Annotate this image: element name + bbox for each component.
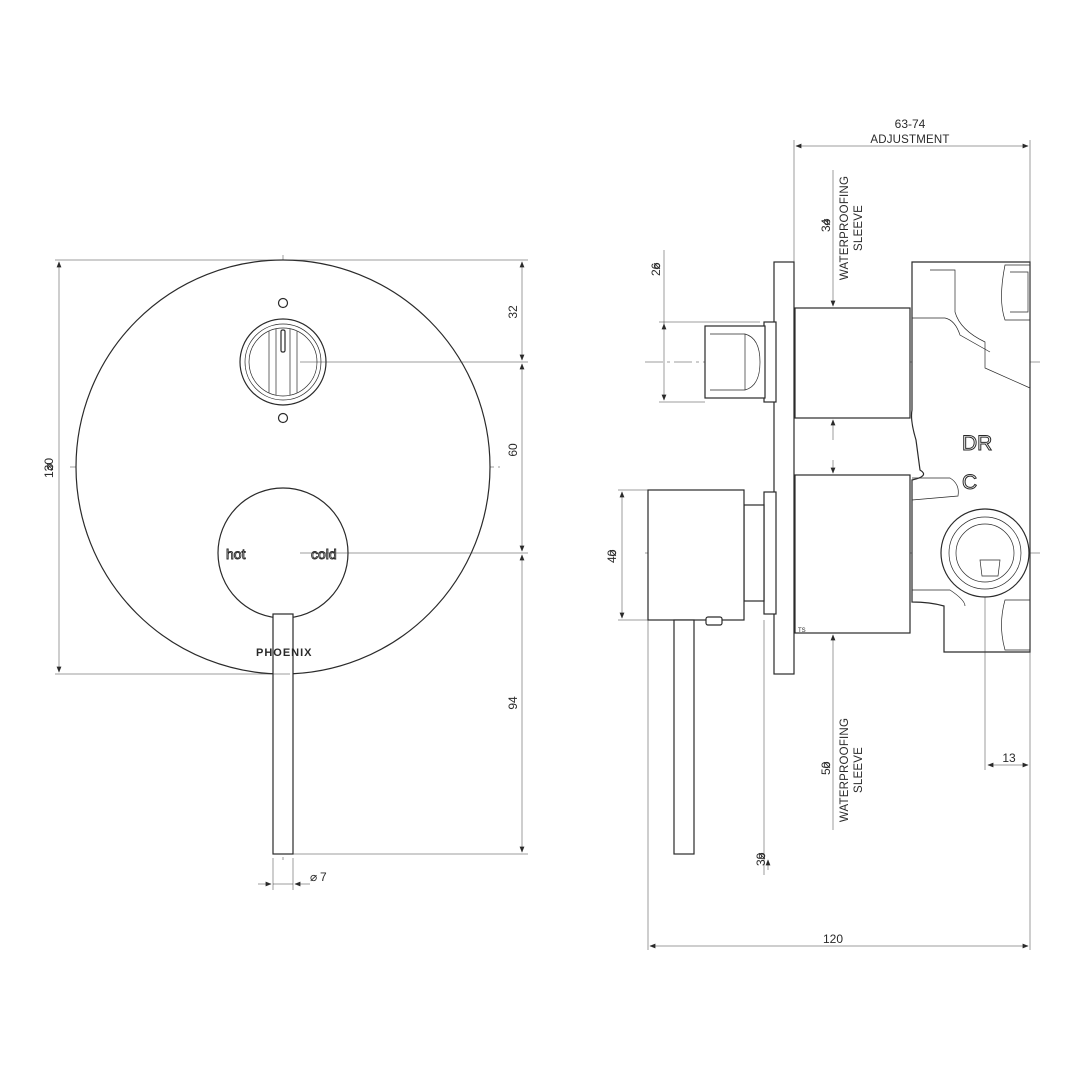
dim-body-offset: 13 [987, 751, 1029, 768]
dim-handle-diameter-value: 40 [605, 549, 619, 563]
upper-sleeve [794, 307, 911, 419]
dim-lower-sleeve-label-1: WATERPROOFING [839, 718, 851, 822]
dim-upper-sleeve-label-1: WATERPROOFING [839, 176, 851, 280]
front-view: hot cold PHOENIX ⌀ 130 32 60 [42, 255, 528, 890]
dim-upper-sleeve-label-2: SLEEVE [853, 205, 865, 251]
lever-side [673, 619, 695, 855]
dim-overall-diameter: ⌀ 130 [42, 261, 62, 673]
mixer-assembly: TS [647, 474, 911, 855]
dim-handle-diameter: ⌀ 40 [605, 491, 625, 619]
indicator-dot-top [277, 297, 289, 309]
dim-spacing: 60 [506, 363, 525, 552]
brand-logo: PHOENIX [256, 647, 313, 659]
dim-lower-sleeve-prefix: ⌀ [819, 761, 833, 768]
indicator-dot-bottom [277, 412, 289, 424]
cast-mark-diverter: DR [962, 432, 992, 455]
dim-adjustment-label: ADJUSTMENT [870, 134, 949, 146]
dim-adjustment: 63-74 ADJUSTMENT [795, 117, 1029, 149]
diverter-knob [239, 318, 327, 406]
dim-adjustment-value: 63-74 [895, 117, 926, 131]
dim-top-offset: 32 [506, 261, 525, 361]
cast-mark-cold: C [962, 471, 977, 494]
dim-total-depth: 120 [649, 932, 1029, 949]
dim-upper-sleeve: ⌀ 34 WATERPROOFING SLEEVE [819, 170, 865, 440]
valve-port [940, 508, 1030, 598]
knob-indicator-line [280, 329, 286, 353]
dim-body-offset-value: 13 [1002, 751, 1016, 765]
dim-total-depth-value: 120 [823, 932, 843, 946]
hot-label: hot [226, 546, 246, 562]
dim-overall-diameter-prefix: ⌀ [42, 463, 56, 470]
dim-lower-sleeve-value: 50 [819, 761, 833, 775]
dim-top-offset-value: 32 [506, 305, 520, 319]
dim-diverter-diameter-prefix: ⌀ [649, 262, 663, 269]
dim-spacing-value: 60 [506, 443, 520, 457]
dim-lower-sleeve: ⌀ 50 WATERPROOFING SLEEVE [819, 460, 865, 830]
dim-handle-diameter-prefix: ⌀ [605, 549, 619, 556]
dim-inner-diameter-value: 39 [754, 852, 768, 866]
dim-spindle-diameter-prefix: ⌀ [310, 870, 317, 884]
dim-diverter-diameter: ⌀ 26 [649, 250, 667, 401]
valve-body: DR C [910, 261, 1031, 653]
dim-lever-drop-value: 94 [506, 696, 520, 710]
wall-plate [773, 261, 795, 675]
diverter-assembly [704, 307, 911, 419]
dim-upper-sleeve-prefix: ⌀ [819, 218, 833, 225]
dim-lower-sleeve-label-2: SLEEVE [853, 747, 865, 793]
dim-inner-diameter: ⌀ 39 [754, 852, 771, 870]
dim-upper-sleeve-value: 34 [819, 218, 833, 232]
dim-spindle-diameter-value: 7 [320, 870, 327, 884]
svg-text:TS: TS [798, 628, 806, 634]
dim-overall-diameter-value: 130 [42, 458, 56, 478]
dim-inner-diameter-prefix: ⌀ [754, 852, 768, 859]
lower-sleeve [794, 474, 911, 634]
dim-spindle-diameter: ⌀ 7 [258, 870, 327, 887]
cold-label: cold [311, 546, 337, 562]
side-view: TS DR C [605, 117, 1040, 950]
dim-diverter-diameter-value: 26 [649, 262, 663, 276]
handle-body-side [647, 489, 745, 621]
dim-lever-drop: 94 [506, 554, 525, 853]
diverter-knob-side [704, 325, 766, 399]
